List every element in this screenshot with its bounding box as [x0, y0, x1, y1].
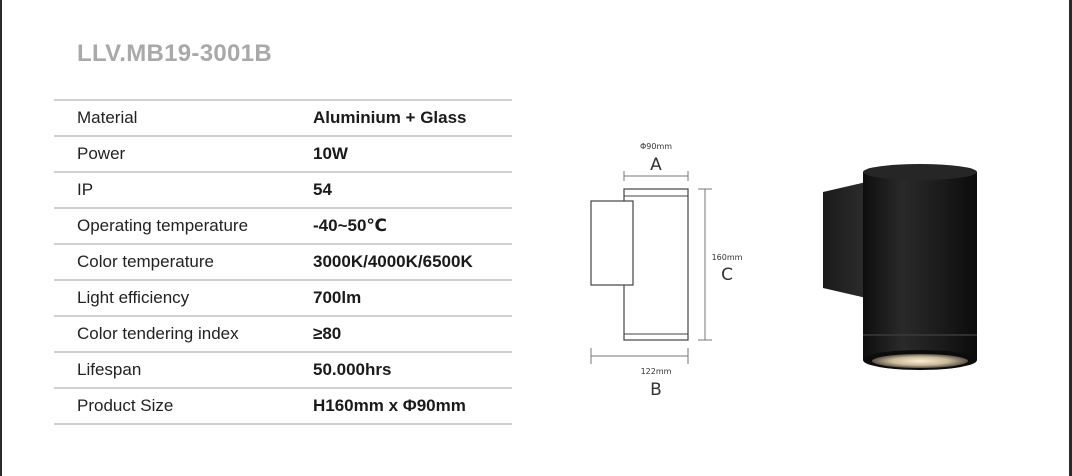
wall-mount-block	[823, 180, 875, 300]
product-model-title: LLV.MB19-3001B	[77, 40, 272, 67]
dim-b-letter: B	[650, 380, 662, 400]
spec-value: 10W	[313, 144, 348, 163]
spec-value: 700lm	[313, 288, 362, 307]
spec-label: Power	[77, 144, 126, 163]
spec-label: Operating temperature	[77, 216, 249, 235]
spec-value: ≥80	[313, 324, 342, 343]
spec-row-power: Power 10W	[54, 137, 512, 173]
dim-c-value: 160mm	[712, 253, 743, 262]
dim-a-letter: A	[650, 155, 662, 175]
product-photo	[823, 164, 977, 370]
spec-row-material: Material Aluminium + Glass	[54, 101, 512, 137]
wall-mount-outline	[590, 200, 634, 286]
spec-value: 50.000hrs	[313, 360, 392, 379]
spec-row-operating-temperature: Operating temperature -40~50℃	[54, 209, 512, 245]
spec-label: Lifespan	[77, 360, 142, 379]
spec-label: Material	[77, 108, 138, 127]
spec-row-product-size: Product Size H160mm x Φ90mm	[54, 389, 512, 425]
spec-value: 54	[313, 180, 332, 199]
spec-label: Color temperature	[77, 252, 215, 271]
spec-value: Aluminium + Glass	[313, 108, 467, 127]
left-frame-border	[0, 0, 2, 476]
spec-row-color-rendering-index: Color tendering index ≥80	[54, 317, 512, 353]
spec-label: Product Size	[77, 396, 174, 415]
spec-value: -40~50℃	[313, 216, 387, 235]
spec-value: 3000K/4000K/6500K	[313, 252, 473, 271]
spec-value: H160mm x Φ90mm	[313, 396, 466, 415]
spec-row-lifespan: Lifespan 50.000hrs	[54, 353, 512, 389]
dim-a-value: Φ90mm	[640, 142, 672, 151]
lamp-cylinder-top	[863, 164, 977, 180]
spec-row-light-efficiency: Light efficiency 700lm	[54, 281, 512, 317]
dimension-diagram: Φ90mm A 160mm C 122mm B	[590, 142, 743, 400]
spec-table: Material Aluminium + Glass Power 10W IP …	[54, 99, 512, 425]
spec-label: Light efficiency	[77, 288, 190, 307]
spec-label: Color tendering index	[77, 324, 239, 343]
right-frame-border	[1069, 0, 1072, 476]
dim-b-value: 122mm	[641, 367, 672, 376]
lamp-cylinder-body	[863, 172, 977, 360]
lamp-lens-glow	[872, 354, 968, 368]
dim-c-letter: C	[721, 265, 733, 285]
spec-row-color-temperature: Color temperature 3000K/4000K/6500K	[54, 245, 512, 281]
spec-row-ip: IP 54	[54, 173, 512, 209]
spec-label: IP	[77, 180, 94, 199]
